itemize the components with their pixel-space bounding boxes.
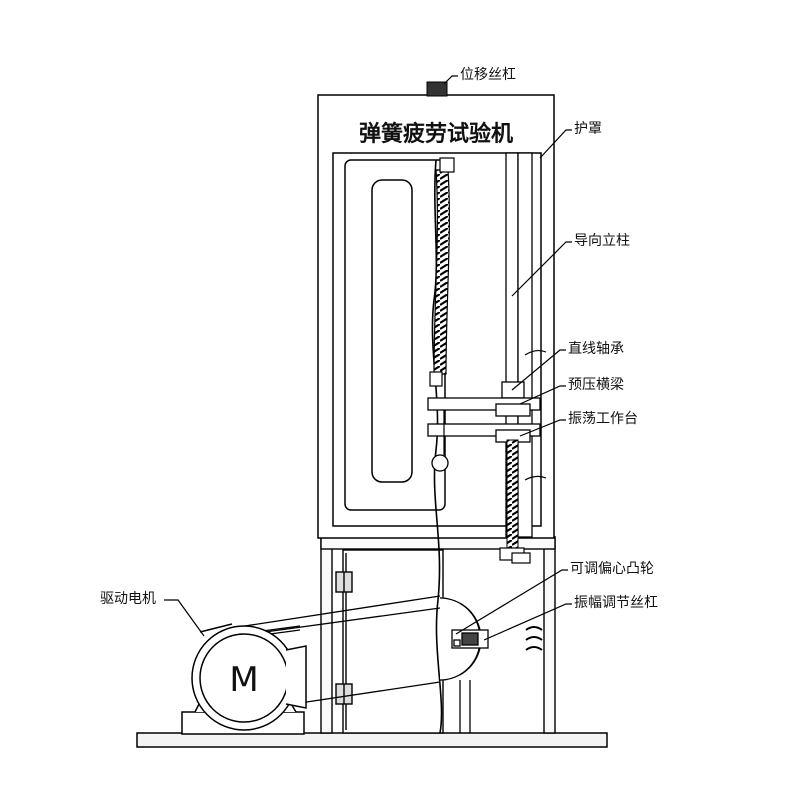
leader-lines — [164, 75, 572, 641]
preload-beam — [427, 397, 541, 417]
label-displacement-screw: 位移丝杠 — [460, 67, 516, 83]
motor-label: M — [229, 660, 259, 700]
lower-door — [335, 549, 444, 734]
label-drive-motor: 驱动电机 — [100, 591, 156, 607]
label-guard: 护罩 — [574, 121, 602, 137]
label-amplitude-screw: 振幅调节丝杠 — [574, 595, 658, 611]
lower-break — [525, 626, 543, 651]
diagram-title: 弹簧疲劳试验机 — [358, 122, 513, 147]
cam-assembly — [439, 597, 489, 733]
label-vibration-table: 振荡工作台 — [568, 411, 638, 427]
motor — [181, 623, 307, 735]
linear-bearing — [501, 381, 525, 399]
label-adjustable-cam: 可调偏心凸轮 — [570, 561, 654, 577]
table-roller — [431, 454, 449, 472]
label-linear-bearing: 直线轴承 — [568, 341, 624, 357]
spring-bottom-mount — [429, 371, 443, 387]
base-plate — [136, 732, 608, 748]
lower-guide-screw — [506, 439, 519, 551]
spring-top-mount — [439, 157, 455, 173]
label-guide-column: 导向立柱 — [574, 233, 630, 249]
right-break — [524, 349, 547, 481]
lower-guide-nut2 — [511, 552, 531, 564]
spring — [433, 169, 450, 375]
vibration-table — [427, 423, 541, 443]
label-preload-beam: 预压横梁 — [568, 377, 624, 393]
displacement-screw-top — [426, 81, 448, 97]
